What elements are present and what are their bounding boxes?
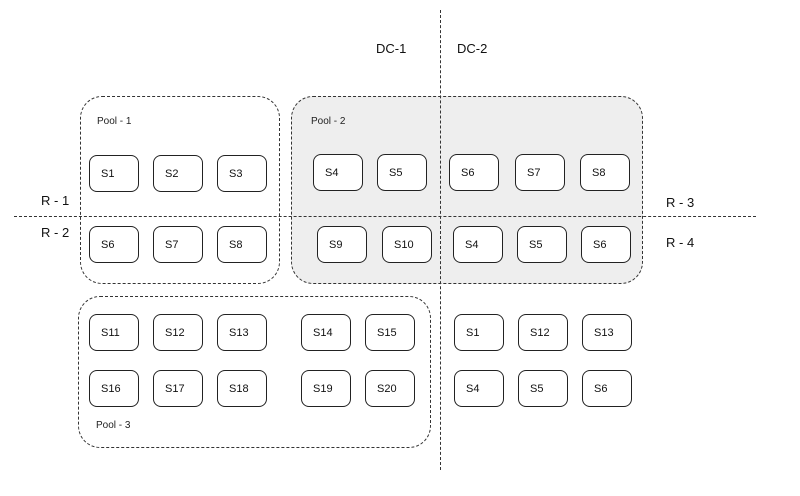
pool-3: Pool - 3	[78, 296, 431, 448]
server-box: S6	[449, 154, 499, 191]
pool-3-label: Pool - 3	[96, 420, 131, 431]
server-box: S6	[582, 370, 632, 407]
region-divider-line	[14, 216, 756, 217]
server-box: S6	[581, 226, 631, 263]
server-box: S4	[313, 154, 363, 191]
server-box: S5	[518, 370, 568, 407]
server-box: S5	[377, 154, 427, 191]
pool-1-label: Pool - 1	[97, 116, 132, 127]
server-box: S16	[89, 370, 139, 407]
server-box: S12	[153, 314, 203, 351]
server-box: S1	[454, 314, 504, 351]
server-box: S8	[580, 154, 630, 191]
server-box: S4	[453, 226, 503, 263]
server-box: S18	[217, 370, 267, 407]
pool-1: Pool - 1	[80, 96, 280, 284]
server-box: S13	[582, 314, 632, 351]
server-box: S2	[153, 155, 203, 192]
server-box: S8	[217, 226, 267, 263]
server-box: S9	[317, 226, 367, 263]
region-3-label: R - 3	[666, 195, 695, 210]
dc-divider-line	[440, 10, 441, 470]
server-box: S5	[517, 226, 567, 263]
server-box: S3	[217, 155, 267, 192]
server-box: S10	[382, 226, 432, 263]
region-1-label: R - 1	[41, 193, 70, 208]
server-box: S1	[89, 155, 139, 192]
server-box: S13	[217, 314, 267, 351]
server-box: S15	[365, 314, 415, 351]
server-box: S7	[153, 226, 203, 263]
region-4-label: R - 4	[666, 235, 695, 250]
server-box: S14	[301, 314, 351, 351]
server-box: S7	[515, 154, 565, 191]
server-box: S19	[301, 370, 351, 407]
dc-2-label: DC-2	[457, 41, 488, 56]
server-box: S11	[89, 314, 139, 351]
region-2-label: R - 2	[41, 225, 70, 240]
server-box: S20	[365, 370, 415, 407]
server-box: S4	[454, 370, 504, 407]
dc-1-label: DC-1	[376, 41, 407, 56]
server-box: S17	[153, 370, 203, 407]
server-box: S12	[518, 314, 568, 351]
pool-2-label: Pool - 2	[311, 116, 346, 127]
server-box: S6	[89, 226, 139, 263]
